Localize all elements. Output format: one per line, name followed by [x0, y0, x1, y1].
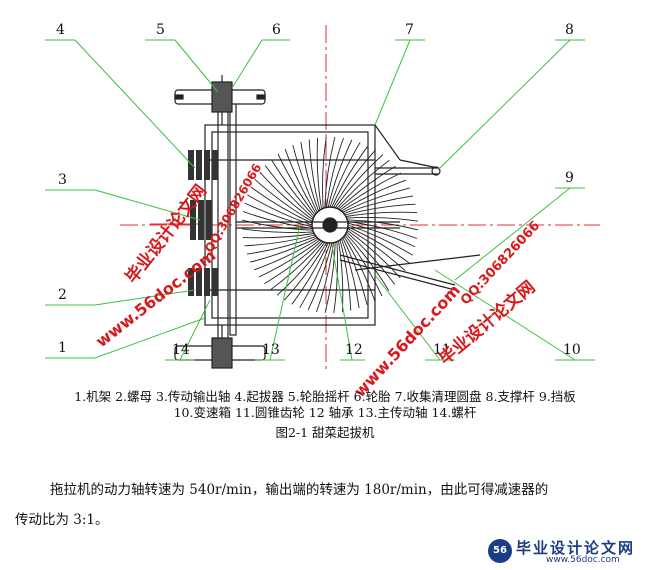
disc-tine: [329, 142, 361, 208]
machine-drawing: 1 2 3 4 5 6 7 8 9 10 11 12 13 14 毕业设计论文网…: [45, 22, 600, 401]
tyre-bottom: [174, 337, 266, 369]
disc-tine: [242, 228, 314, 233]
disc-tine: [346, 231, 396, 285]
tyre-top: [174, 81, 266, 113]
logo-title: 毕业设计论文网: [516, 539, 636, 557]
callout-7: 7: [405, 22, 414, 38]
logo-url: www.56doc.com: [546, 555, 620, 565]
disc-tine: [264, 240, 322, 285]
disc-tine: [244, 202, 313, 228]
disc-tine: [338, 165, 396, 210]
callout-12: 12: [345, 342, 363, 358]
callout-6: 6: [272, 22, 281, 38]
disc-tine: [250, 237, 318, 263]
callout-4: 4: [56, 22, 65, 38]
disc-tine: [259, 171, 314, 221]
disc-tine: [347, 228, 406, 272]
disc-tine: [339, 239, 352, 311]
figure-caption: 图2-1 甜菜起拔机: [275, 425, 375, 440]
disc-tine: [277, 153, 316, 216]
disc-tine: [292, 145, 318, 213]
disc-tine: [326, 137, 344, 208]
disc-tine: [291, 242, 329, 305]
callout-11: 11: [433, 342, 451, 358]
disc-tine: [334, 154, 384, 209]
disc-tine: [346, 217, 418, 222]
disc-tine: [299, 242, 331, 308]
disc-tine: [244, 234, 316, 247]
callout-3: 3: [58, 172, 67, 188]
callout-9: 9: [565, 170, 574, 186]
logo-badge-icon: 56: [488, 539, 512, 563]
disc-tine: [258, 239, 321, 278]
disc-tine: [270, 159, 315, 217]
disc-tine: [307, 242, 333, 311]
callout-13: 13: [262, 342, 280, 358]
disc-tine: [333, 149, 377, 208]
disc-tine: [347, 221, 418, 239]
disc-tine: [343, 195, 414, 215]
disc-tine: [316, 242, 334, 313]
disc-tine: [247, 194, 313, 226]
callout-10: 10: [563, 342, 581, 358]
disc-tine: [242, 233, 315, 239]
disc-tine: [264, 165, 314, 219]
callout-8: 8: [565, 22, 574, 38]
disc-tine: [347, 224, 413, 256]
callout-14: 14: [172, 342, 190, 358]
disc-tine: [345, 233, 390, 291]
disc-tine: [324, 242, 336, 314]
disc-tine: [331, 145, 369, 208]
callout-2: 2: [58, 287, 67, 303]
disc-tine: [246, 235, 317, 255]
disc-tine: [308, 139, 321, 211]
disc-tine: [250, 186, 313, 224]
callout-5: 5: [156, 22, 165, 38]
disc-tine: [345, 211, 418, 217]
disc-tine: [344, 234, 383, 297]
puller-bottom: [188, 268, 218, 296]
disc-tine: [336, 159, 390, 209]
paragraph-line-2: 传动比为 3:1。: [15, 512, 109, 528]
disc-tine: [276, 241, 326, 296]
site-logo: 56 毕业设计论文网 www.56doc.com: [488, 537, 648, 567]
disc-tine: [339, 172, 402, 211]
disc-tine: [284, 149, 317, 214]
disc-tine: [327, 139, 353, 208]
disc-tine: [342, 187, 410, 213]
disc-tine: [347, 219, 419, 231]
disc-tine: [342, 237, 368, 305]
disc-tine: [347, 222, 416, 248]
puller-mid: [190, 200, 212, 240]
disc-tine: [343, 236, 376, 301]
disc-tine: [340, 238, 360, 309]
disc-tine: [322, 137, 327, 209]
disc-tine: [254, 178, 313, 222]
disc-tine: [300, 141, 320, 212]
puller-top: [188, 150, 218, 180]
disc-tine: [324, 136, 336, 208]
paragraph-line-1: 拖拉机的动力轴转速为 540r/min，输出端的转速为 180r/min，由此可…: [50, 482, 549, 498]
disc-tine: [254, 238, 319, 271]
disc-tine: [344, 203, 416, 216]
legend-line-2: 10.变速箱 11.圆锥齿轮 12 轴承 13.主传动轴 14.螺杆: [173, 405, 477, 420]
disc-tine: [242, 211, 313, 229]
callout-1: 1: [58, 340, 67, 356]
callout-labels: 1 2 3 4 5 6 7 8 9 10 11 12 13 14: [56, 22, 581, 358]
disc-tine: [346, 229, 401, 279]
disc-tine: [270, 241, 324, 291]
disc-tine: [316, 137, 322, 210]
disc-tine: [341, 179, 406, 212]
disc-tine: [347, 226, 410, 264]
disc-tine: [283, 242, 327, 301]
legend-line-1: 1.机架 2.螺母 3.传动输出轴 4.起拔器 5.轮胎摇杆 6.轮胎 7.收集…: [74, 389, 576, 404]
